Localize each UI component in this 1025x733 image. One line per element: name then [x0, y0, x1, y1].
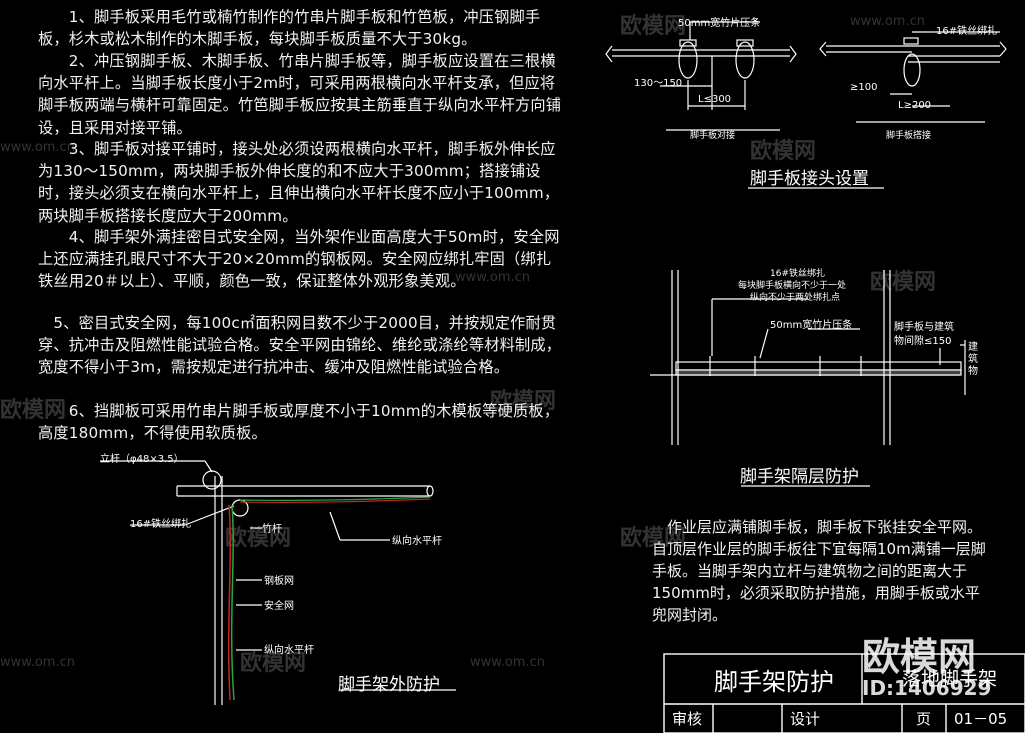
- press-strip: [736, 39, 754, 47]
- board-hatch: [675, 369, 962, 376]
- paragraph-2: 2、冲压钢脚手板、木脚手板、竹串片脚手板等，脚手板应设置在三根横向水平杆上。当脚…: [38, 52, 562, 137]
- break-mark: [819, 41, 827, 57]
- paragraph-1: 1、脚手板采用毛竹或楠竹制作的竹串片脚手板和竹笆板，冲压钢脚手板，杉木或松木制作…: [38, 8, 541, 49]
- watermark-site: www.om.cn: [470, 655, 545, 670]
- label-building: 建筑物: [968, 342, 978, 377]
- title-block-design: 设计: [790, 710, 821, 728]
- watermark-brand: 欧模网: [870, 270, 937, 295]
- right-paragraph: 作业层应满铺脚手板，脚手板下张挂安全平网。自顶层作业层的脚手板往下宜每隔10m满…: [652, 518, 986, 624]
- title-block-review: 审核: [672, 710, 703, 728]
- watermark-brand: 欧模网: [240, 651, 307, 676]
- watermark-brand: 欧模网: [490, 389, 557, 414]
- caption-outer: 脚手架外防护: [338, 675, 440, 695]
- label-lap-joint: 脚手板搭接: [886, 131, 932, 141]
- label-steel-net: 钢板网: [264, 576, 294, 587]
- paragraph-4: 4、脚手架外满挂密目式安全网，当外架作业面高度大于50m时，安全网上还应满挂孔眼…: [38, 228, 560, 291]
- label-outer-wire: 16#铁丝绑扎: [130, 519, 192, 530]
- watermark-site: www.om.cn: [0, 140, 75, 155]
- watermark-brand: 欧模网: [620, 526, 687, 551]
- label-layer-wire: 16#铁丝绑扎: [770, 269, 825, 279]
- label-dim-L200: L≥200: [898, 100, 932, 111]
- label-press-strip: 50mm宽竹片压条: [678, 18, 761, 29]
- break-mark: [999, 41, 1007, 57]
- press-strip: [903, 37, 919, 45]
- label-dim-L300: L≤300: [698, 94, 732, 105]
- label-long-bar: 纵向水平杆: [392, 536, 442, 547]
- paragraph-5: 5、密目式安全网，每100c㎡面积网目数不少于2000目，并按规定作耐贯穿、抗冲…: [38, 314, 562, 377]
- label-dim-130-150: 130～150: [634, 78, 683, 89]
- press-strip: [679, 39, 697, 47]
- label-dim-100: ≥100: [850, 82, 878, 93]
- break-mark: [789, 45, 797, 63]
- title-block-page-no: 01－05: [954, 710, 1008, 728]
- label-layer-note-2: 纵向不少于两处绑扎点: [750, 293, 841, 303]
- label-long-bar-2: 纵向水平杆: [264, 645, 314, 656]
- watermark-site: www.om.cn: [455, 270, 530, 285]
- watermark-site: www.om.cn: [0, 655, 75, 670]
- label-layer-gap-2: 物间隙≤150: [894, 336, 952, 347]
- caption-layer: 脚手架隔层防护: [740, 467, 859, 487]
- label-layer-note-1: 每块脚手板横向不少于一处: [738, 281, 847, 291]
- label-bamboo: 竹杆: [262, 524, 282, 535]
- paragraph-6: 6、挡脚板可采用竹串片脚手板或厚度不小于10mm的木模板等硬质板，高度180mm…: [38, 402, 560, 443]
- label-layer-gap-1: 脚手板与建筑: [894, 322, 954, 333]
- caption-joint: 脚手板接头设置: [750, 169, 869, 189]
- watermark-brand: 欧模网: [225, 526, 292, 551]
- watermark-brand: 欧模网: [0, 398, 67, 423]
- break-mark: [605, 45, 613, 63]
- watermark-brand: 欧模网: [750, 139, 817, 164]
- label-butt-joint: 脚手板对接: [690, 131, 736, 141]
- board-strip: [675, 361, 962, 371]
- title-block-frame: [663, 653, 1025, 733]
- cross-bar: [903, 53, 921, 87]
- title-block-page-label: 页: [916, 710, 932, 728]
- steel-net-red: [227, 504, 232, 701]
- title-block-drawing-name: 落地脚手架: [902, 668, 998, 690]
- watermark-id: ID:1406929: [862, 676, 992, 700]
- label-wire-tie: 16#铁丝绑扎: [936, 26, 998, 37]
- watermark-site: www.om.cn: [850, 14, 925, 29]
- title-block-title: 脚手架防护: [714, 668, 834, 696]
- safety-net-green: [230, 504, 235, 701]
- label-safety-net: 安全网: [264, 601, 294, 612]
- paragraph-3: 3、脚手板对接平铺时，接头处必须设两根横向水平杆，脚手板外伸长应为130～150…: [38, 140, 560, 225]
- cross-bar-right: [735, 41, 755, 79]
- label-pole: 立杆（φ48×3.5）: [100, 454, 184, 465]
- label-layer-strip: 50mm宽竹片压条: [770, 320, 853, 331]
- cross-bar-left: [678, 41, 698, 79]
- watermark-brand: 欧模网: [620, 14, 687, 39]
- watermark-logo-large: 欧模网: [862, 635, 977, 679]
